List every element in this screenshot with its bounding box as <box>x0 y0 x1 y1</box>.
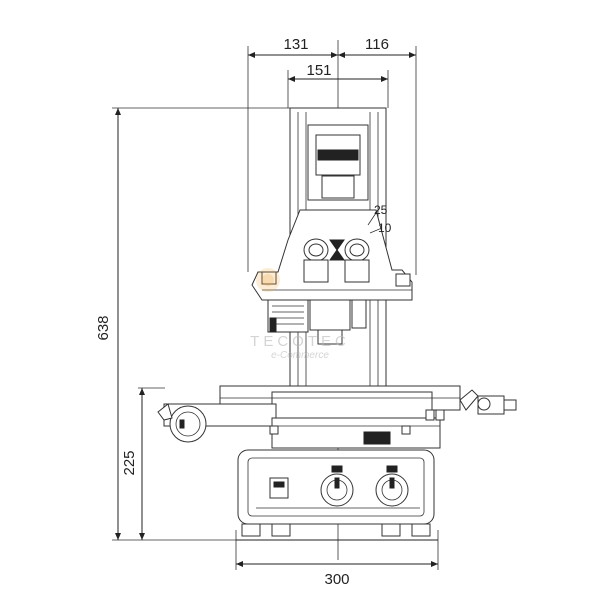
dim-label-638: 638 <box>95 315 112 340</box>
power-switch[interactable] <box>269 477 289 499</box>
light-dial-left[interactable] <box>320 473 354 507</box>
microscope-head: 25 10 <box>251 203 413 345</box>
dim-label-116: 116 <box>365 36 389 53</box>
dim-label-151: 151 <box>306 62 331 79</box>
dim-label-131: 131 <box>283 36 308 53</box>
angle-label-a: 25 <box>374 203 388 217</box>
watermark-logo-icon <box>256 268 280 292</box>
watermark: TECOTEC e-Commerce <box>250 268 350 361</box>
watermark-brand: TECOTEC <box>250 333 350 350</box>
dim-label-300: 300 <box>324 571 349 588</box>
xy-stage <box>157 385 517 449</box>
base-unit <box>236 449 438 541</box>
light-dial-right[interactable] <box>375 473 409 507</box>
dim-label-225: 225 <box>121 450 138 475</box>
watermark-tagline: e-Commerce <box>271 350 329 361</box>
eyepieces <box>303 238 370 283</box>
angle-label-b: 10 <box>378 221 392 235</box>
